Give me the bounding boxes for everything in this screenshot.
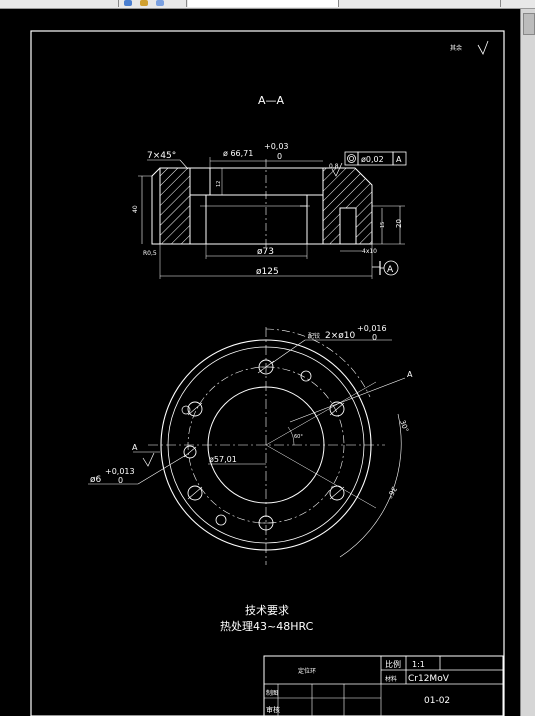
vertical-scrollbar[interactable] [520,9,535,716]
plan-view: 配铰 2×ø10 +0,016 0 A A ø57,01 ø6 +0,013 0… [88,324,413,565]
left-wall-hatch [159,167,191,245]
hole-prefix: 配铰 [308,332,320,340]
toolbar-segment [340,0,501,7]
scale-label: 比例 [385,659,401,669]
layer-dropdown[interactable] [188,0,339,7]
corner-note: 其余 [450,44,462,52]
pin-hole [339,207,357,245]
dim-5701: ø57,01 [209,455,237,464]
lock-icon[interactable] [156,0,164,6]
tech-line: 热处理43~48HRC [220,620,314,633]
tol-upper: +0,03 [264,142,289,151]
tol-lower: 0 [277,152,282,161]
toolbar-segment [170,0,187,7]
roughness-symbol-icon [477,40,489,55]
fcf-symbol-box [344,151,359,166]
material-label: 材料 [385,675,397,683]
section-title: A—A [258,94,285,107]
hole [257,359,275,375]
outer-circle [160,339,372,551]
checked-label: 审核 [266,705,280,714]
angle-30: 30° [398,419,410,433]
hole [258,515,274,531]
toolbar-segment [0,0,119,7]
right-wall-hatch [322,167,373,245]
toolbar [0,0,535,9]
drawing-number: 01-02 [424,696,450,706]
dim-dia-6671: ø 66,71 [223,149,253,158]
pin-tol-upper: +0,013 [105,467,135,476]
layer-icon[interactable] [124,0,132,6]
fcf-datum: A [396,155,402,164]
chamfer-label: 7×45° [147,151,176,161]
hole [329,485,345,501]
hole [329,401,345,417]
hole-note: 2×ø10 [325,331,355,341]
part-name: 定位环 [298,667,316,675]
scale-value: 1:1 [412,660,425,669]
dim-20: 20 [395,219,403,228]
fcf-datum-box [392,151,407,166]
datum-label: A [387,265,394,275]
section-view: 7×45° ø 66,71 +0,03 0 0.8 ø0,02 A 40 R0,… [132,142,407,279]
section-mark-top: A [407,370,413,379]
bolt-circle [187,366,345,524]
dim-4x10: 4x10 [362,248,377,255]
sun-icon[interactable] [140,0,148,6]
pin-dia: ø6 [90,475,102,485]
dim-r05: R0,5 [143,250,157,257]
dim-40: 40 [132,205,139,213]
dim-dia125: ø125 [256,267,279,277]
roughness-label: 0.8 [329,163,339,170]
angle-60: 60° [294,434,303,440]
cad-drawing: 其余 A—A 7×45° ø 66,71 +0,03 0 [30,30,505,717]
pin-hole-small [183,445,197,459]
title-block: 定位环 比例 1:1 材料 Cr12MoV 01-02 制图 审核 [263,655,504,717]
geo-tolerance: ø0,02 [361,155,384,164]
bore-circle [207,386,325,504]
tech-title: 技术要求 [245,604,289,617]
drawing-canvas[interactable]: 其余 A—A 7×45° ø 66,71 +0,03 0 [0,9,520,717]
left-outline [151,167,161,245]
hole-tol-lower: 0 [372,333,377,342]
angle-36: 36° [385,485,398,500]
scrollbar-thumb[interactable] [523,13,535,35]
pin-hole-small [215,514,227,526]
dim-dia73: ø73 [257,247,274,257]
pin-hole-small [300,370,312,382]
pin-tol-lower: 0 [118,476,123,485]
hole [187,485,203,501]
hole-tol-upper: +0,016 [357,324,387,333]
dim-15: 15 [380,222,386,228]
material-value: Cr12MoV [408,674,450,684]
datum-circle [383,260,399,276]
section-mark-left: A [132,443,138,452]
dim-12: 12 [216,181,222,187]
concentricity-icon [347,154,356,163]
hole [187,401,203,417]
drawn-label: 制图 [266,689,278,697]
